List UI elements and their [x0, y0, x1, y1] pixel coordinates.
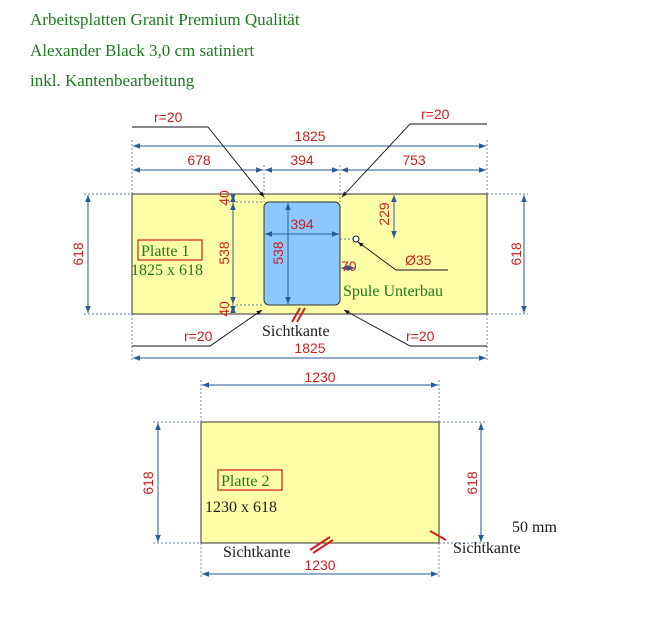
- cutout-inner-height: 538: [270, 241, 286, 265]
- plate-1-label: Platte 1: [141, 243, 189, 260]
- plate-1-dimension-lines: [85, 143, 527, 361]
- radius-bottom-left: r=20: [184, 328, 213, 344]
- plate-1-visible-edge: Sichtkante: [262, 323, 330, 340]
- seg-left-width: 678: [187, 152, 211, 168]
- plate-2-visible-edge-right: Sichtkante: [453, 540, 521, 557]
- plate-1: [131, 193, 488, 315]
- plate-1-leader-lines: [132, 123, 487, 347]
- plate-1-width-bottom: 1825: [294, 340, 325, 356]
- plate-2-visible-edge-bottom: Sichtkante: [223, 544, 291, 561]
- plate-2-label: Platte 2: [221, 473, 269, 490]
- plate-2-label-frame: [217, 469, 283, 491]
- plate-1-extension-lines: [84, 140, 528, 362]
- radius-top-left: r=20: [154, 109, 183, 125]
- plate-2-size: 1230 x 618: [205, 499, 277, 516]
- sink-cutout: [263, 201, 341, 306]
- title-line-2: Alexander Black 3,0 cm satiniert: [30, 41, 255, 60]
- cutout-width: 394: [290, 216, 314, 232]
- cutout-height: 538: [216, 241, 232, 265]
- plate-2-dimension-lines: [155, 382, 484, 577]
- cutout-bottom-gap: 40: [216, 301, 232, 317]
- tap-offset: 229: [376, 202, 392, 226]
- tap-side-distance: 70: [341, 258, 357, 274]
- seg-mid-width: 394: [290, 152, 314, 168]
- seg-right-width: 753: [402, 152, 426, 168]
- plate-2-height-left: 618: [140, 471, 156, 495]
- plate-1-edge-mark: [291, 307, 306, 323]
- plate-1-size: 1825 x 618: [131, 262, 203, 279]
- cutout-top-gap: 40: [216, 190, 232, 206]
- sink-label: Spule Unterbau: [343, 283, 443, 300]
- plate-2-width-top: 1230: [304, 369, 335, 385]
- plate-1-label-frame: [137, 239, 203, 261]
- title-line-1: Arbeitsplatten Granit Premium Qualität: [30, 10, 300, 29]
- plate-2-edge-marks: [309, 530, 447, 554]
- radius-bottom-right: r=20: [406, 328, 435, 344]
- plate-thickness: 50 mm: [512, 519, 557, 536]
- plate-1-height-left: 618: [70, 242, 86, 266]
- plate-2-height-right: 618: [464, 471, 480, 495]
- plate-2-extension-lines: [153, 380, 486, 578]
- radius-top-right: r=20: [421, 106, 450, 122]
- plate-2-width-bottom: 1230: [304, 557, 335, 573]
- title-line-3: inkl. Kantenbearbeitung: [30, 71, 195, 90]
- plate-1-height-right: 618: [508, 242, 524, 266]
- tap-diameter: Ø35: [405, 252, 432, 268]
- plate-1-width-top: 1825: [294, 128, 325, 144]
